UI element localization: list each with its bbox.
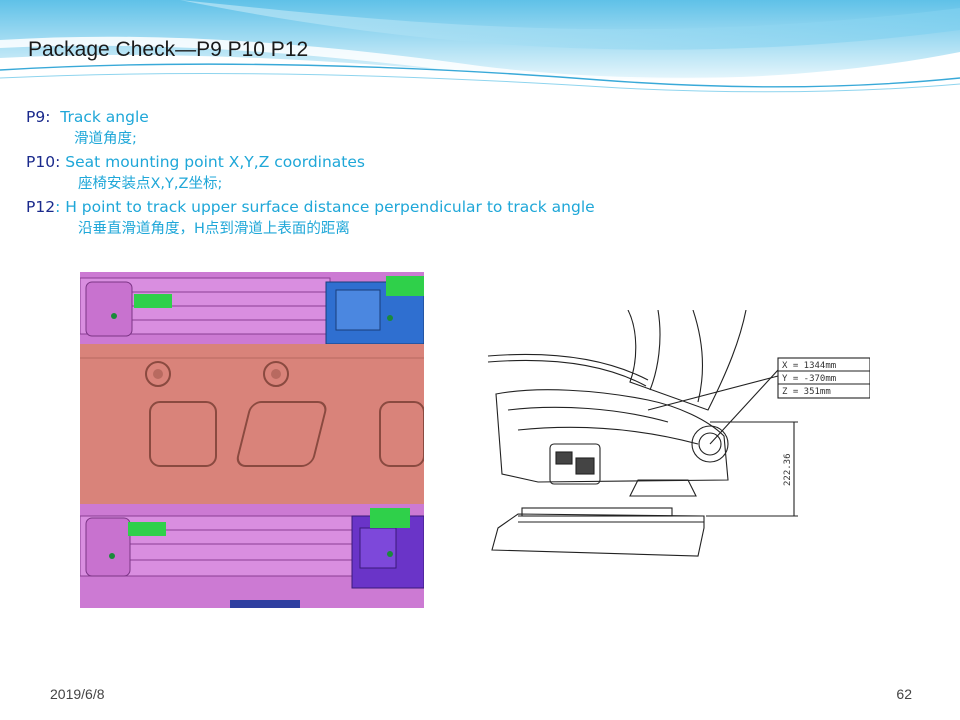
coord-z-text: Z = 351mm <box>782 387 831 397</box>
item-text: Track angle <box>50 108 149 126</box>
item-text: Seat mounting point X,Y,Z coordinates <box>60 152 365 171</box>
cad-track-top-view-image <box>80 272 424 608</box>
item-key: P12 <box>26 197 56 216</box>
item-key: P9: <box>26 108 51 126</box>
coord-x-text: X = 1344mm <box>782 361 836 371</box>
page-number: 62 <box>896 686 912 702</box>
item-p12: P12: H point to track upper surface dist… <box>26 196 595 218</box>
slide-title: Package Check—P9 P10 P12 <box>28 38 309 61</box>
coord-y-text: Y = -370mm <box>782 374 836 384</box>
body-text: P9: Track angle 滑道角度; P10: Seat mounting… <box>26 106 595 240</box>
footer-date: 2019/6/8 <box>50 686 105 702</box>
cad-seat-side-view-drawing: X = 1344mm Y = -370mm Z = 351mm 222.36 <box>478 310 870 568</box>
header-wave-decoration <box>0 0 960 93</box>
item-key: P10: <box>26 152 61 171</box>
item-sub: 沿垂直滑道角度，H点到滑道上表面的距离 <box>78 220 350 237</box>
item-p10: P10: Seat mounting point X,Y,Z coordinat… <box>26 151 595 173</box>
item-sub: 滑道角度; <box>74 131 137 148</box>
dimension-label: 222.36 <box>783 453 793 486</box>
item-p9: P9: Track angle <box>26 106 595 128</box>
item-text: : H point to track upper surface distanc… <box>55 197 595 216</box>
item-sub: 座椅安装点X,Y,Z坐标; <box>78 176 223 193</box>
